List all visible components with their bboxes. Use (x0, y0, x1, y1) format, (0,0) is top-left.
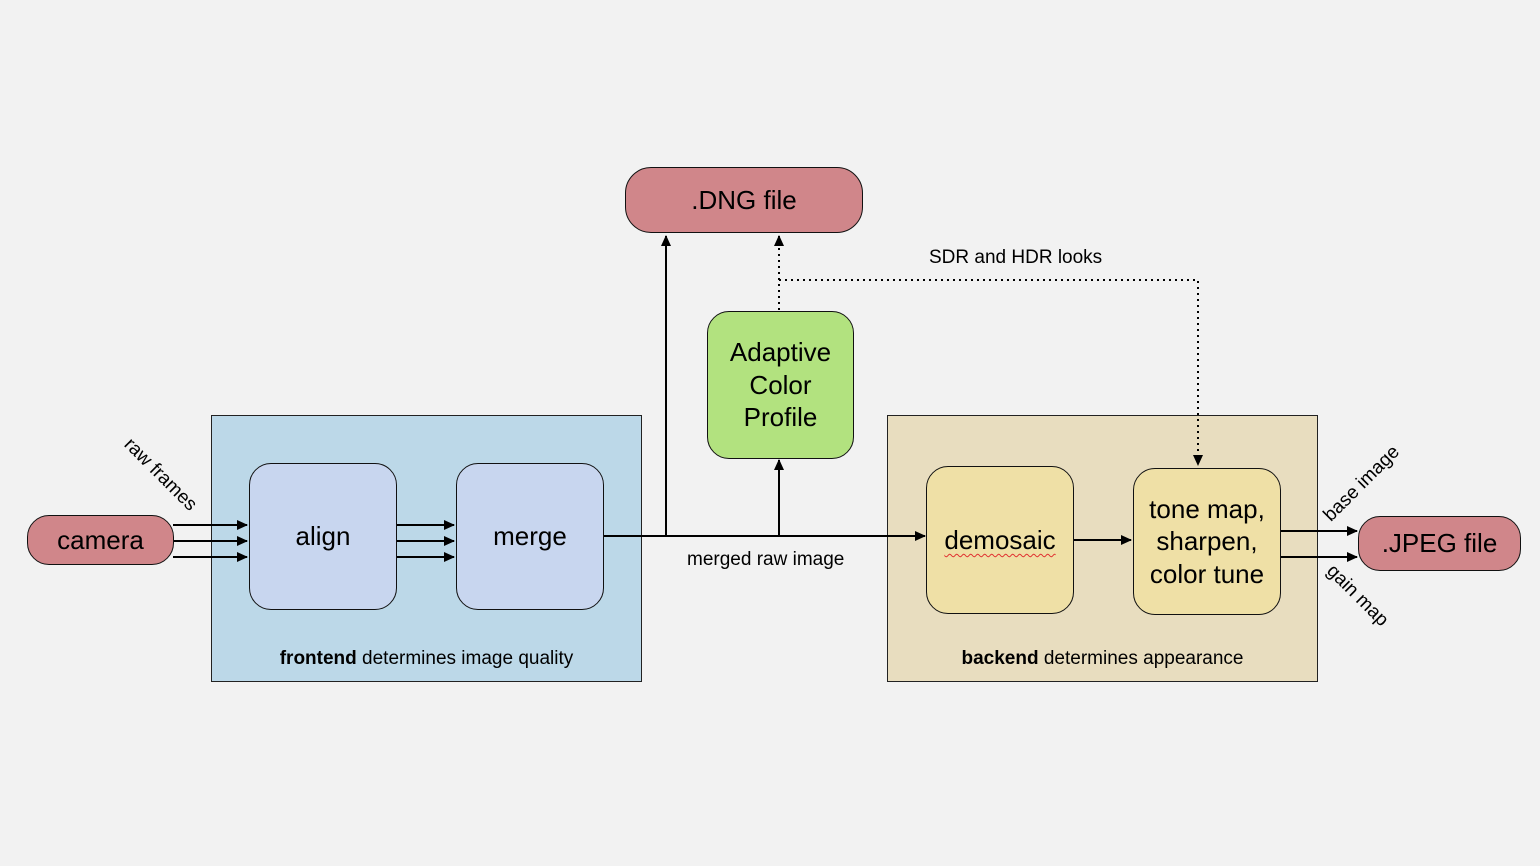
backend-caption-bold: backend (961, 648, 1039, 669)
dng-file-label: .DNG file (691, 184, 797, 215)
frontend-caption-bold: frontend (279, 648, 357, 669)
adaptive-color-profile-node: Adaptive Color Profile (707, 311, 854, 459)
sdr-hdr-looks-label: SDR and HDR looks (929, 247, 1103, 268)
frontend-caption: frontend determines image quality (212, 648, 641, 670)
backend-caption: backend determines appearance (888, 648, 1317, 670)
tonemap-label: tone map, sharpen, color tune (1149, 493, 1265, 589)
demosaic-node: demosaic (926, 466, 1074, 614)
jpeg-file-label: .JPEG file (1381, 528, 1498, 559)
tonemap-node: tone map, sharpen, color tune (1133, 468, 1281, 615)
frontend-caption-rest: determines image quality (356, 648, 574, 669)
camera-node: camera (27, 515, 174, 565)
raw-frames-arrows (173, 520, 248, 562)
jpeg-file-node: .JPEG file (1358, 516, 1521, 571)
demosaic-label: demosaic (944, 524, 1056, 555)
merged-raw-image-label: merged raw image (687, 549, 845, 570)
camera-label: camera (57, 524, 144, 555)
merge-node: merge (456, 463, 604, 610)
merge-label: merge (493, 521, 567, 552)
dng-file-node: .DNG file (625, 167, 863, 233)
looks-dotted-line (779, 279, 1203, 466)
align-node: align (249, 463, 397, 610)
align-to-merge-arrows (397, 520, 455, 562)
align-label: align (295, 521, 351, 552)
backend-caption-rest: determines appearance (1038, 648, 1244, 669)
adaptive-color-profile-label: Adaptive Color Profile (729, 337, 832, 433)
